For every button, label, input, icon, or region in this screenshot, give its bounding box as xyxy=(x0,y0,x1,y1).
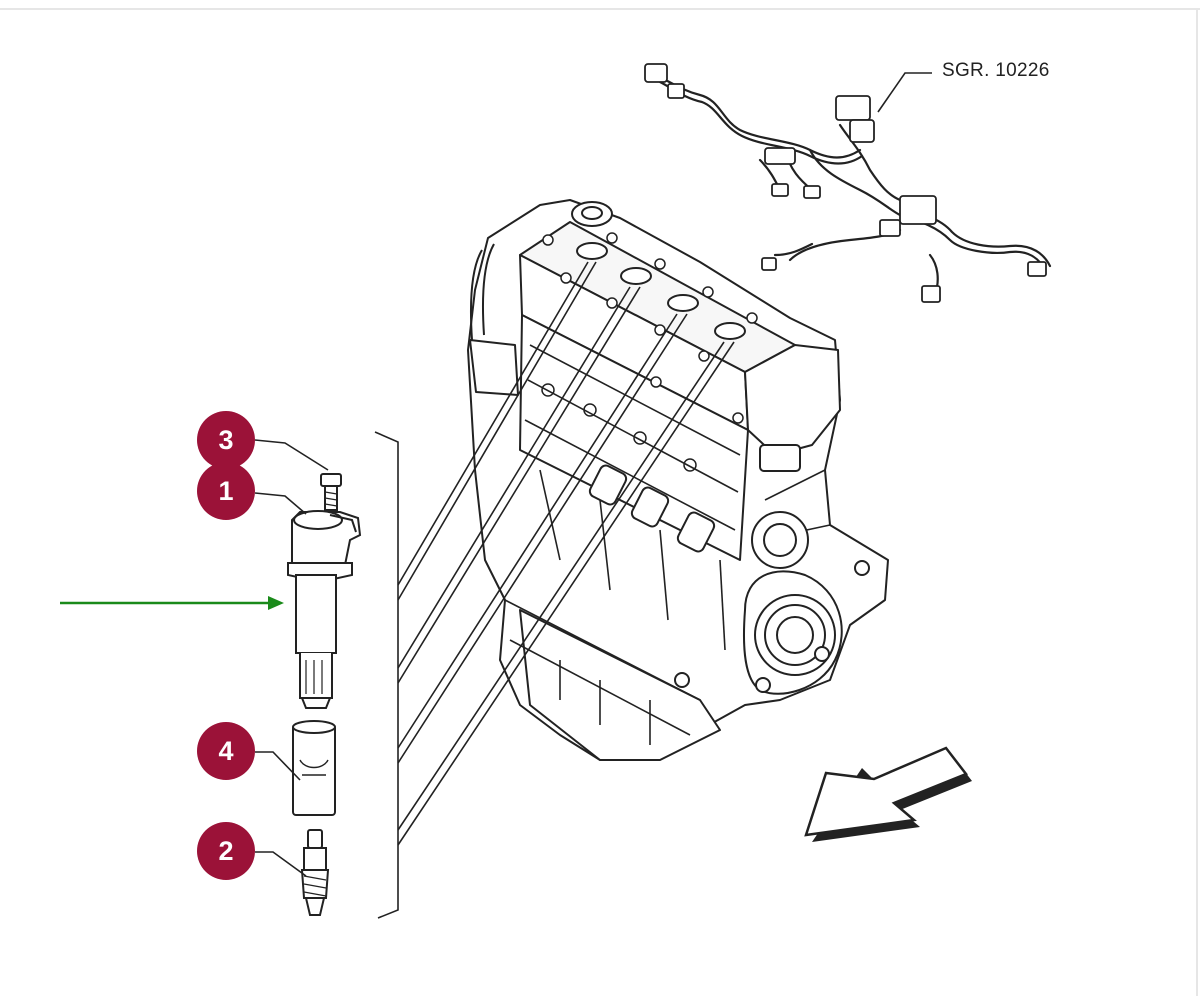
block-detail-lines xyxy=(504,344,831,745)
injector-sleeve xyxy=(292,720,336,816)
callout-badge-1[interactable]: 1 xyxy=(197,462,255,520)
reference-code-label: SGR. 10226 xyxy=(942,60,1050,81)
reference-leader xyxy=(877,72,932,113)
injector-fixing-screw xyxy=(320,473,342,511)
glow-plug xyxy=(300,829,330,916)
injector xyxy=(287,510,362,709)
frame-right-border xyxy=(1196,8,1198,996)
assembly-leader-lines xyxy=(374,261,735,919)
indicator-arrow xyxy=(60,596,284,610)
harness-connectors xyxy=(644,63,1047,303)
frame-top-border xyxy=(0,8,1200,10)
callout-badge-3[interactable]: 3 xyxy=(197,411,255,469)
crank-seal xyxy=(674,511,870,695)
injector-ports xyxy=(571,201,746,340)
callout-badge-4[interactable]: 4 xyxy=(197,722,255,780)
front-direction-arrow xyxy=(804,746,972,842)
callout-badge-2[interactable]: 2 xyxy=(197,822,255,880)
callout-leaders xyxy=(254,439,329,877)
port-openings xyxy=(588,444,801,553)
